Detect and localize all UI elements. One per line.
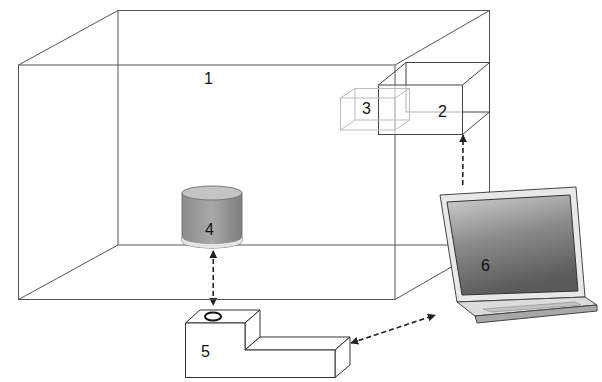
callout-number: 3 bbox=[362, 100, 371, 118]
enclosure-box-outline bbox=[18, 10, 490, 300]
dashed-link bbox=[462, 135, 464, 185]
sample-cylinder-outline bbox=[180, 185, 244, 251]
enclosure-box: 14 bbox=[18, 10, 490, 300]
callout-number: 2 bbox=[438, 103, 447, 121]
callout-number: 6 bbox=[481, 257, 490, 275]
sensor-box-outline bbox=[340, 88, 410, 133]
dashed-link bbox=[212, 251, 214, 305]
controller-device: 5 bbox=[185, 305, 351, 378]
controller-device-outline bbox=[185, 305, 351, 378]
callout-number: 1 bbox=[204, 70, 213, 88]
sample-cylinder: 4 bbox=[180, 185, 244, 251]
laptop-computer-outline bbox=[435, 185, 598, 325]
dashed-link bbox=[351, 315, 435, 343]
callout-number: 4 bbox=[205, 221, 214, 239]
sensor-box: 3 bbox=[340, 88, 410, 133]
callout-number: 5 bbox=[201, 343, 210, 361]
laptop-computer: 6 bbox=[435, 185, 598, 325]
